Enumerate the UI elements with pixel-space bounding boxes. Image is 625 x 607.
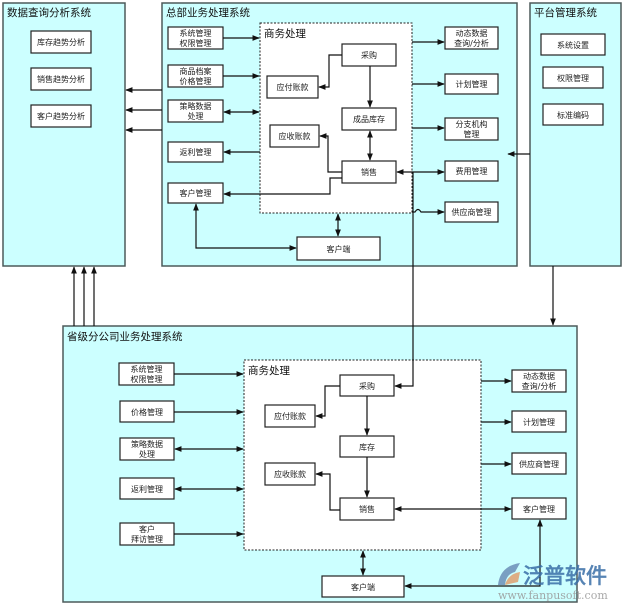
branch-dynamic-query-label-1: 动态数据	[523, 371, 555, 381]
hq-customer-client-arrow	[193, 203, 297, 251]
branch-inventory-label: 库存	[359, 442, 375, 452]
customer-trend-box[interactable]	[30, 104, 92, 128]
hq-customer-mgmt-box[interactable]	[167, 182, 224, 204]
hq-payable-label: 应付账款	[277, 82, 309, 92]
data-analysis-system: 数据查询分析系统 库存趋势分析 销售趋势分析 客户趋势分析	[2, 2, 126, 267]
hq-sales-to-customer-arrow	[223, 177, 342, 197]
watermark-url: www.fanpusoft.com	[498, 589, 608, 602]
hq-sales-receivable-arrow	[319, 133, 342, 173]
hq-plan-mgmt-label: 计划管理	[456, 79, 488, 89]
hq-rebate-box[interactable]	[167, 141, 224, 163]
hq-dynamic-query-box[interactable]	[444, 26, 499, 50]
branch-customer-mgmt-label: 客户管理	[523, 504, 555, 514]
platform-title: 平台管理系统	[534, 6, 597, 19]
data-analysis-title: 数据查询分析系统	[7, 6, 91, 19]
hq-to-branch-purchase-arrow	[394, 172, 414, 389]
system-settings-label: 系统设置	[557, 40, 589, 50]
branch-sales-box[interactable]	[339, 497, 395, 521]
branch-dynamic-query-box[interactable]	[511, 369, 567, 393]
branch-sales-receivable-arrow	[315, 471, 340, 511]
branch-plan-mgmt-box[interactable]	[511, 410, 567, 433]
branch-sales-label: 销售	[359, 504, 375, 514]
branch-receivable-label: 应收账款	[274, 469, 306, 479]
hq-client-label: 客户端	[327, 244, 351, 254]
branch-system-admin-label-1: 系统管理	[131, 364, 163, 374]
branch-customer-client-arrow	[404, 519, 543, 589]
branch-customer-mgmt-box[interactable]	[511, 497, 567, 520]
branch-system: 省级分公司业务处理系统 系统管理 权限管理 价格管理 策略数据 处理 返利管理 …	[62, 325, 578, 603]
hq-expense-mgmt-label: 费用管理	[456, 166, 488, 176]
hq-strategy-data-label-1: 策略数据	[180, 101, 212, 111]
connectors	[71, 35, 556, 589]
customer-trend-label: 客户趋势分析	[37, 111, 85, 121]
hq-product-price-label-1: 商品档案	[180, 66, 212, 76]
hq-expense-mgmt-box[interactable]	[444, 160, 499, 182]
inventory-trend-box[interactable]	[30, 30, 92, 54]
branch-client-label: 客户端	[351, 582, 375, 592]
hq-payable-box[interactable]	[266, 75, 319, 99]
hq-plan-mgmt-box[interactable]	[444, 73, 499, 95]
inventory-trend-label: 库存趋势分析	[37, 37, 85, 47]
system-settings-box[interactable]	[540, 33, 606, 56]
permission-mgmt-box[interactable]	[542, 66, 604, 89]
hq-product-price-label-2: 价格管理	[180, 76, 212, 86]
branch-strategy-data-label-1: 策略数据	[131, 439, 163, 449]
hq-supplier-arrow	[412, 208, 445, 215]
platform-system: 平台管理系统 系统设置 权限管理 标准编码	[529, 2, 622, 267]
hq-branch-mgmt-label-1: 分支机构	[456, 119, 488, 129]
branch-plan-mgmt-label: 计划管理	[523, 417, 555, 427]
hq-supplier-mgmt-box[interactable]	[444, 201, 499, 223]
hq-branch-mgmt-box[interactable]	[444, 117, 499, 141]
hq-inventory-label: 成品库存	[353, 114, 385, 124]
hq-strategy-data-box[interactable]	[167, 99, 224, 123]
branch-supplier-mgmt-box[interactable]	[511, 452, 567, 475]
hq-title: 总部业务处理系统	[166, 6, 250, 19]
hq-purchase-payable-arrow	[318, 54, 342, 90]
branch-business-title: 商务处理	[248, 364, 290, 377]
branch-rebate-label: 返利管理	[131, 484, 163, 494]
hq-system-admin-label-1: 系统管理	[180, 28, 212, 38]
standard-code-label: 标准编码	[557, 110, 589, 120]
branch-purchase-label: 采购	[359, 381, 375, 391]
sales-trend-label: 销售趋势分析	[37, 74, 85, 84]
hq-purchase-label: 采购	[361, 50, 377, 60]
fanpu-logo-icon	[498, 563, 520, 585]
branch-purchase-payable-arrow	[315, 385, 340, 419]
hq-receivable-box[interactable]	[269, 124, 320, 148]
hq-branch-mgmt-label-2: 管理	[464, 129, 480, 139]
permission-mgmt-label: 权限管理	[557, 73, 589, 83]
branch-title: 省级分公司业务处理系统	[67, 330, 183, 343]
branch-payable-label: 应付账款	[274, 411, 306, 421]
branch-payable-box[interactable]	[264, 404, 316, 428]
standard-code-box[interactable]	[542, 103, 604, 126]
hq-system: 总部业务处理系统 系统管理 权限管理 商品档案 价格管理 策略数据 处理 返利管…	[161, 2, 518, 267]
branch-dynamic-query-label-2: 查询/分析	[522, 381, 557, 391]
branch-supplier-mgmt-label: 供应商管理	[519, 459, 559, 469]
sales-trend-box[interactable]	[30, 67, 92, 91]
branch-price-mgmt-label: 价格管理	[131, 407, 163, 417]
branch-system-admin-label-2: 权限管理	[131, 374, 163, 384]
hq-business-title: 商务处理	[264, 27, 306, 40]
hq-system-admin-label-2: 权限管理	[180, 38, 212, 48]
hq-dynamic-query-label-1: 动态数据	[456, 28, 488, 38]
hq-receivable-label: 应收账款	[279, 131, 311, 141]
watermark: 泛普软件 www.fanpusoft.com	[498, 563, 608, 602]
hq-sales-label: 销售	[361, 167, 377, 177]
branch-strategy-data-label-2: 处理	[139, 449, 155, 459]
hq-rebate-label: 返利管理	[180, 147, 212, 157]
branch-visit-mgmt-label-2: 拜访管理	[131, 534, 163, 544]
hq-strategy-data-label-2: 处理	[188, 111, 204, 121]
hq-inventory-box[interactable]	[341, 107, 397, 131]
hq-client-box[interactable]	[296, 236, 381, 261]
branch-rebate-box[interactable]	[119, 477, 175, 500]
hq-dynamic-query-label-2: 查询/分析	[454, 38, 489, 48]
branch-receivable-box[interactable]	[264, 462, 316, 486]
branch-client-box[interactable]	[321, 575, 405, 598]
hq-customer-mgmt-label: 客户管理	[180, 188, 212, 198]
branch-visit-mgmt-label-1: 客户	[139, 524, 155, 534]
watermark-brand: 泛普软件	[523, 564, 607, 588]
hq-supplier-mgmt-label: 供应商管理	[452, 207, 492, 217]
branch-strategy-data-box[interactable]	[119, 437, 175, 461]
